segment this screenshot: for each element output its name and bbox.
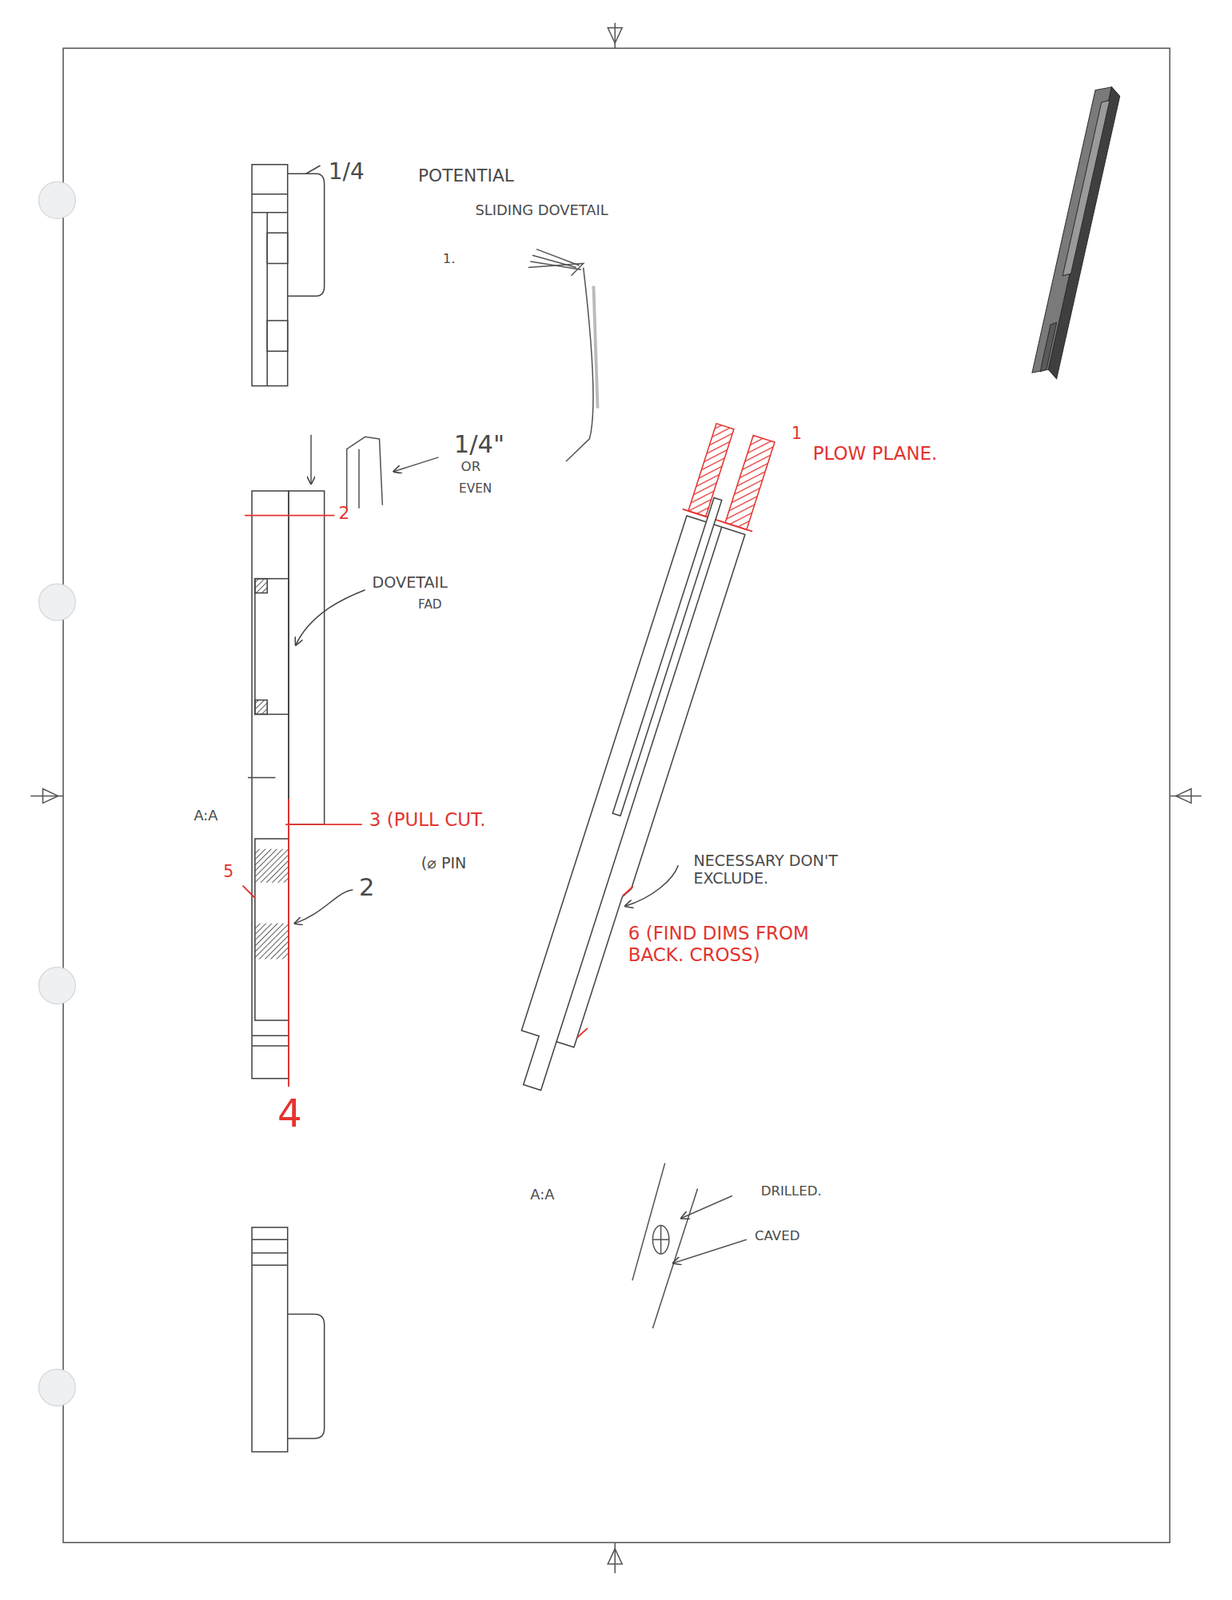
sheet-border-line bbox=[614, 1542, 616, 1573]
side-view-rect bbox=[255, 849, 289, 883]
side-view-rect bbox=[255, 838, 289, 1021]
sliding-dovetail-sketch-path bbox=[566, 267, 594, 462]
note-label: CAVED bbox=[754, 1228, 800, 1244]
cut-lines bbox=[243, 515, 363, 1087]
punch-holes-circle bbox=[38, 967, 76, 1005]
sliding-dovetail-sketch-path bbox=[530, 249, 582, 271]
side-view-rect bbox=[255, 578, 268, 594]
punch-holes-circle bbox=[38, 1368, 76, 1406]
top-view-path bbox=[287, 173, 325, 296]
isometric-part-polygon bbox=[1040, 322, 1057, 371]
section-sketch-line bbox=[632, 1163, 666, 1281]
top-view-line bbox=[251, 211, 288, 214]
rotated-part-line bbox=[622, 884, 634, 898]
section-sketch-line bbox=[652, 1188, 698, 1329]
section-sketch-line bbox=[660, 1224, 662, 1254]
rotated-part-rect bbox=[725, 434, 775, 530]
sliding-dovetail-sketch-line bbox=[358, 449, 360, 509]
sheet-border-path bbox=[1176, 788, 1192, 803]
isometric-part-polygon bbox=[1062, 99, 1110, 276]
note-label: SLIDING DOVETAIL bbox=[474, 202, 608, 220]
note-label: 2 bbox=[358, 873, 375, 902]
callout-number: PLOW PLANE. bbox=[813, 442, 938, 464]
side-view-line bbox=[251, 1044, 289, 1047]
note-label: DRILLED. bbox=[761, 1183, 822, 1199]
bottom-view-line bbox=[251, 1239, 288, 1241]
callout-number: 4 bbox=[277, 1091, 303, 1137]
note-leaders-path bbox=[625, 865, 678, 906]
rotated-part-rect bbox=[688, 423, 734, 517]
rotated-part-line bbox=[577, 1025, 588, 1040]
sliding-dovetail-sketch-line bbox=[310, 434, 312, 484]
bottom-view bbox=[251, 1227, 325, 1452]
note-label: (⌀ PIN bbox=[421, 854, 467, 873]
sheet-border-path bbox=[607, 1548, 622, 1564]
rotated-part-path bbox=[506, 515, 746, 1098]
side-view-path bbox=[295, 889, 354, 924]
callout-number: 6 (FIND DIMS FROM BACK. CROSS) bbox=[628, 922, 866, 965]
bottom-view-rect bbox=[251, 1227, 288, 1452]
isometric-part bbox=[1032, 87, 1121, 379]
note-label: 1/4" bbox=[454, 430, 505, 459]
top-view-rect bbox=[267, 320, 288, 351]
isometric-part-polygon bbox=[1048, 87, 1120, 379]
side-view-rect bbox=[251, 490, 289, 1079]
note-label: 1. bbox=[442, 251, 456, 267]
sheet-border-rect bbox=[63, 47, 1170, 1543]
punch-holes-circle bbox=[38, 583, 76, 621]
side-view-rect bbox=[255, 699, 268, 714]
callout-number: 2 bbox=[338, 503, 351, 524]
section-sketch-line bbox=[681, 1195, 733, 1218]
side-view-rect bbox=[255, 578, 289, 715]
punch-holes-circle bbox=[38, 181, 76, 219]
top-view bbox=[251, 164, 325, 387]
sliding-dovetail-sketch bbox=[310, 249, 598, 511]
section-sketch-ellipse bbox=[652, 1224, 669, 1254]
rotated-part bbox=[500, 421, 782, 1100]
top-view-line bbox=[251, 193, 288, 196]
note-leaders bbox=[625, 865, 678, 906]
top-view-rect bbox=[267, 232, 288, 264]
sliding-dovetail-sketch-path bbox=[346, 436, 383, 511]
note-label: A:A bbox=[193, 807, 218, 825]
callout-number: 1 bbox=[791, 424, 802, 443]
cut-lines-line bbox=[244, 514, 335, 517]
side-view bbox=[247, 490, 366, 1079]
callout-number: 3 (PULL CUT. bbox=[369, 809, 487, 830]
sheet-border-path bbox=[607, 27, 622, 44]
callout-number: 5 bbox=[223, 862, 234, 882]
sliding-dovetail-sketch-line bbox=[393, 457, 439, 472]
cut-lines-line bbox=[285, 823, 363, 826]
note-label: EVEN bbox=[458, 482, 492, 497]
sliding-dovetail-sketch-path bbox=[593, 286, 598, 409]
side-view-rect bbox=[255, 923, 289, 960]
note-label: FAD bbox=[418, 598, 443, 613]
cut-lines-line bbox=[287, 798, 290, 1087]
top-view-rect bbox=[251, 164, 288, 387]
side-view-rect bbox=[288, 490, 325, 825]
rotated-part-rect bbox=[612, 497, 722, 816]
bottom-view-line bbox=[251, 1263, 288, 1266]
isometric-part-polygon bbox=[1032, 87, 1113, 373]
note-label: NECESSARY DON'T EXCLUDE. bbox=[693, 852, 865, 888]
note-label: POTENTIAL bbox=[418, 166, 515, 187]
side-view-line bbox=[251, 1034, 289, 1037]
note-label: DOVETAIL bbox=[372, 574, 448, 592]
section-sketch bbox=[632, 1163, 747, 1329]
bottom-view-path bbox=[287, 1313, 325, 1439]
note-label: 1/4 bbox=[328, 159, 365, 185]
cut-lines-line bbox=[243, 885, 256, 898]
side-view-line bbox=[247, 777, 276, 779]
top-view-line bbox=[306, 165, 321, 174]
sheet-border bbox=[30, 22, 1201, 1573]
sheet-border-path bbox=[43, 788, 59, 803]
side-view-path bbox=[295, 590, 366, 646]
note-label: OR bbox=[461, 458, 482, 475]
section-sketch-line bbox=[673, 1239, 747, 1263]
bottom-view-line bbox=[251, 1251, 288, 1254]
punch-holes bbox=[38, 181, 76, 1406]
note-label: A:A bbox=[530, 1186, 555, 1204]
